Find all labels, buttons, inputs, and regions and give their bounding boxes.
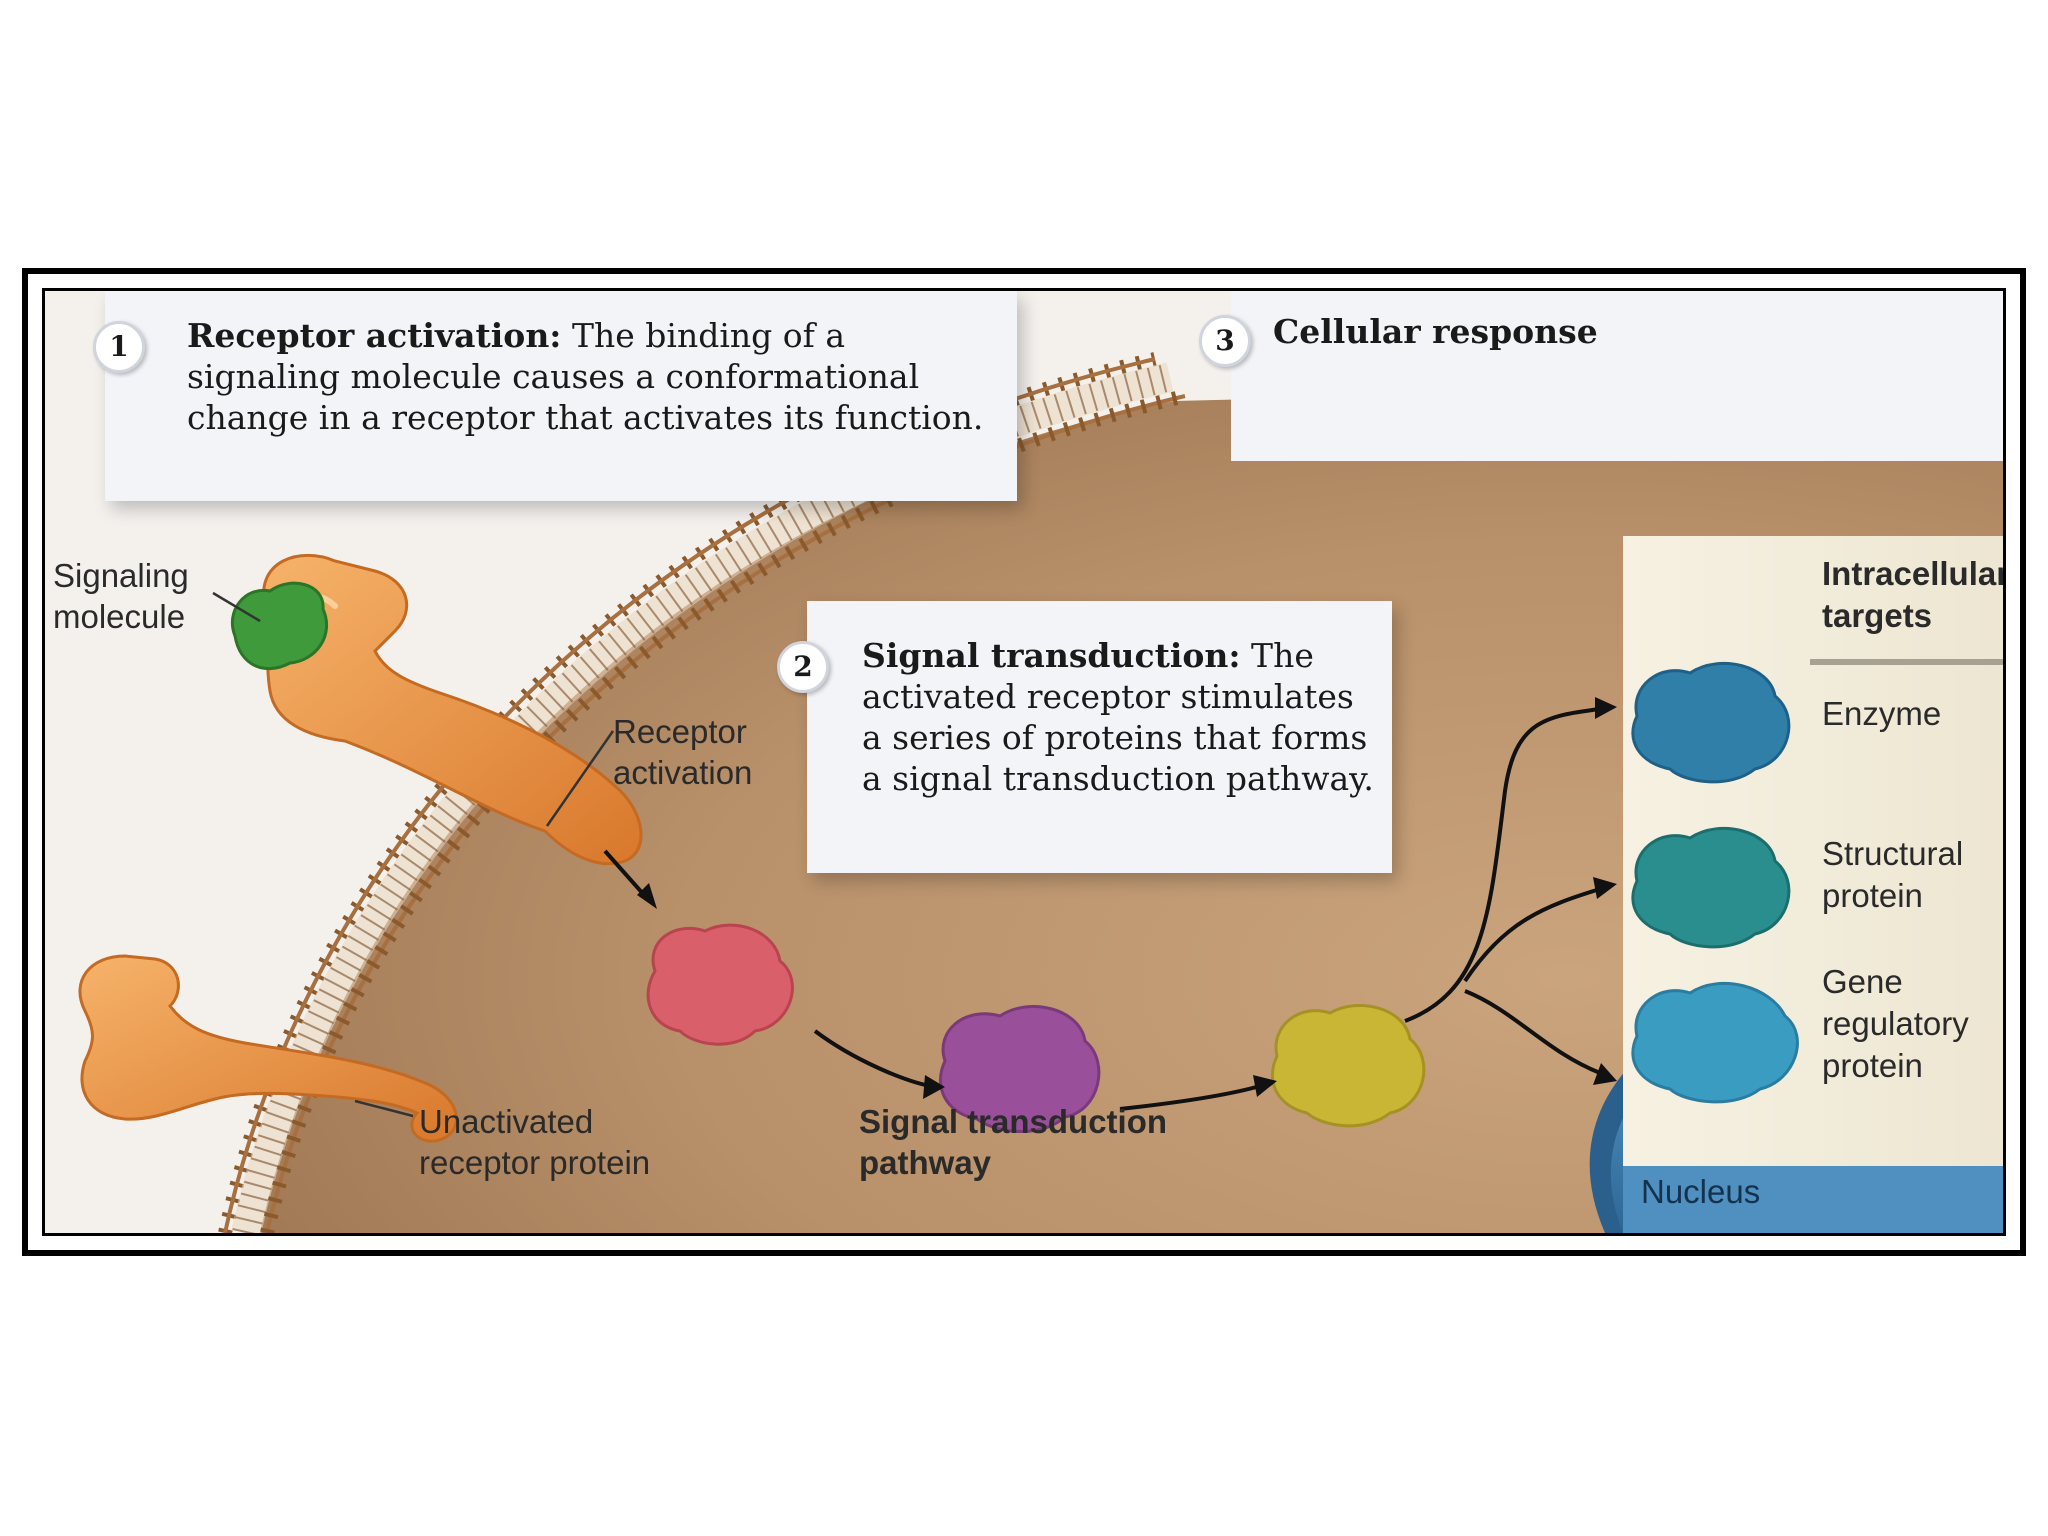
step-2-text: The activated receptor stimulates a seri… [862, 636, 1374, 798]
protein-yellow [1271, 1004, 1426, 1128]
figure-frame: 1 Receptor activation: The binding of a … [22, 268, 2026, 1256]
arrow-heads [637, 697, 1617, 1099]
label-nucleus: Nucleus [1641, 1173, 1761, 1210]
callout-receptor-activation: 1 Receptor activation: The binding of a … [93, 291, 1017, 501]
enzyme-protein [1631, 662, 1791, 784]
targets-heading: Intracellular targets [1822, 555, 2006, 634]
nucleus-strip [1623, 1166, 2003, 1233]
step-3-heading: Cellular response [1273, 312, 1598, 351]
protein-red [646, 923, 794, 1046]
figure-panel: 1 Receptor activation: The binding of a … [42, 288, 2006, 1236]
target-label-enzyme: Enzyme [1822, 695, 1942, 732]
callout-cellular-response: 3 Cellular response [1199, 291, 2003, 461]
leader-lines [212, 591, 615, 1118]
unactivated-receptor [78, 954, 458, 1143]
target-label-structural-protein: Structural protein [1822, 835, 1964, 914]
label-signal-transduction-pathway: Signal transduction pathway [859, 1103, 1168, 1181]
target-label-gene-regulatory-protein: Gene regulatory protein [1822, 963, 1969, 1084]
callout-signal-transduction: 2 Signal transduction: The activated rec… [777, 601, 1392, 873]
step-3-badge: 3 [1199, 315, 1251, 367]
protein-purple [939, 1005, 1101, 1134]
step-1-heading: Receptor activation: [187, 316, 562, 355]
structural-protein-shape [1631, 827, 1791, 949]
step-1-badge: 1 [93, 321, 145, 373]
pathway-arrows [603, 707, 1601, 1111]
label-unactivated-receptor: Unactivated receptor protein [419, 1103, 651, 1181]
step-2-heading: Signal transduction: [862, 636, 1241, 675]
label-receptor-activation: Receptor activation [613, 713, 753, 791]
signaling-molecule-shape [230, 581, 329, 671]
gene-regulatory-protein-shape [1631, 981, 1799, 1104]
step-1-text: The binding of a signaling molecule caus… [187, 316, 984, 437]
step-2-badge: 2 [777, 641, 829, 693]
label-signaling-molecule: Signaling molecule [53, 557, 189, 635]
